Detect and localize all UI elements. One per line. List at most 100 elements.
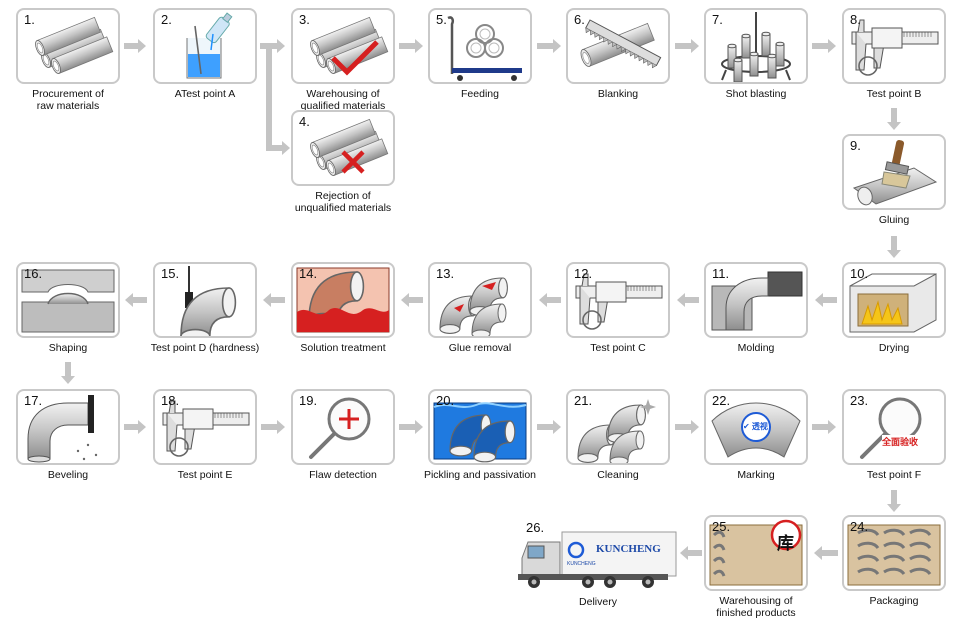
process-step-box: 23. 全面验收 (842, 389, 946, 465)
process-step-box: 9. (842, 134, 946, 210)
process-step-label: Test point F (819, 469, 961, 481)
flow-arrow (537, 420, 561, 434)
step-number: 9. (850, 138, 861, 153)
step-number: 5. (436, 12, 447, 27)
truck-brand-text: KUNCHENG (596, 543, 661, 555)
step-number: 19. (299, 393, 317, 408)
step-number: 4. (299, 114, 310, 129)
label-line: Test point F (819, 469, 961, 481)
label-line: Marking (681, 469, 831, 481)
process-step-label: Blanking (543, 88, 693, 100)
process-step-label: Solution treatment (268, 342, 418, 354)
step-number: 24. (850, 519, 868, 534)
warehouse-char: 库 (777, 529, 794, 554)
process-step-box: 2. (153, 8, 257, 84)
process-step-box: 24. (842, 515, 946, 591)
flow-arrow (124, 420, 146, 434)
flow-arrow (887, 490, 901, 512)
label-line: Drying (819, 342, 961, 354)
label-line: raw materials (0, 100, 143, 112)
step-number: 10. (850, 266, 868, 281)
process-step-label: Warehousing offinished products (681, 595, 831, 619)
label-line: Flaw detection (268, 469, 418, 481)
process-step-box: 4. (291, 110, 395, 186)
step-number: 23. (850, 393, 868, 408)
step-number: 13. (436, 266, 454, 281)
step-number: 22. (712, 393, 730, 408)
truck-icon (518, 530, 678, 590)
step-number: 25. (712, 519, 730, 534)
process-step-box: 16. (16, 262, 120, 338)
process-step-box: 13. (428, 262, 532, 338)
process-step-label: Cleaning (543, 469, 693, 481)
flow-arrow (887, 108, 901, 130)
process-step-label: Feeding (405, 88, 555, 100)
label-line: Feeding (405, 88, 555, 100)
label-line: Blanking (543, 88, 693, 100)
process-step-label: Test point C (543, 342, 693, 354)
flow-arrow (537, 39, 561, 53)
process-step-box: 25. 库 (704, 515, 808, 591)
process-step-box: 7. (704, 8, 808, 84)
step-number: 17. (24, 393, 42, 408)
label-line: Cleaning (543, 469, 693, 481)
flow-arrow (401, 293, 423, 307)
process-step-box: 20. (428, 389, 532, 465)
process-step-label: Marking (681, 469, 831, 481)
acceptance-stamp-text: 全面验收 (882, 435, 918, 448)
step-number: 20. (436, 393, 454, 408)
step-number: 12. (574, 266, 592, 281)
process-step-box: 17. (16, 389, 120, 465)
flow-arrow (677, 293, 699, 307)
label-line: Glue removal (405, 342, 555, 354)
process-step-label: Molding (681, 342, 831, 354)
process-step-label: Test point B (819, 88, 961, 100)
flow-arrow (261, 420, 285, 434)
label-line: Test point B (819, 88, 961, 100)
step-number: 11. (712, 266, 729, 281)
process-step-box: 14. (291, 262, 395, 338)
process-step-label: Drying (819, 342, 961, 354)
marking-badge-text: ✔ 透视 (743, 421, 768, 432)
process-step-label: Warehousing ofqualified materials (268, 88, 418, 112)
process-step-label: Pickling and passivation (405, 469, 555, 481)
process-step-label: Beveling (0, 469, 143, 481)
flow-arrow (124, 39, 146, 53)
process-step-label: Gluing (819, 214, 961, 226)
step-number: 8. (850, 12, 861, 27)
process-step-label: Test point D (hardness) (130, 342, 280, 354)
step-number: 18. (161, 393, 179, 408)
flow-arrow (675, 39, 699, 53)
process-step-label: Delivery (523, 596, 673, 608)
process-step-box: 11. (704, 262, 808, 338)
flow-arrow (812, 420, 836, 434)
flow-arrow (680, 546, 702, 560)
label-line: Molding (681, 342, 831, 354)
label-line: Pickling and passivation (405, 469, 555, 481)
step-number: 1. (24, 12, 35, 27)
step-number: 6. (574, 12, 585, 27)
step-number: 21. (574, 393, 592, 408)
step-number: 7. (712, 12, 723, 27)
truck-brand-small-text: KUNCHENG (567, 561, 596, 567)
flow-arrow (539, 293, 561, 307)
flow-arrow (815, 293, 837, 307)
label-line: Test point E (130, 469, 280, 481)
process-step-box: 1. (16, 8, 120, 84)
flow-arrow (263, 293, 285, 307)
flow-arrow (675, 420, 699, 434)
process-step-label: Test point E (130, 469, 280, 481)
process-step-label: Shaping (0, 342, 143, 354)
label-line: Procurement of (0, 88, 143, 100)
label-line: Warehousing of (681, 595, 831, 607)
flow-arrow (61, 362, 75, 384)
process-step-box: 21. (566, 389, 670, 465)
process-step-label: Glue removal (405, 342, 555, 354)
label-line: finished products (681, 607, 831, 619)
flow-arrow (814, 546, 838, 560)
label-line: Test point C (543, 342, 693, 354)
label-line: Test point D (hardness) (130, 342, 280, 354)
step-number: 15. (161, 266, 179, 281)
